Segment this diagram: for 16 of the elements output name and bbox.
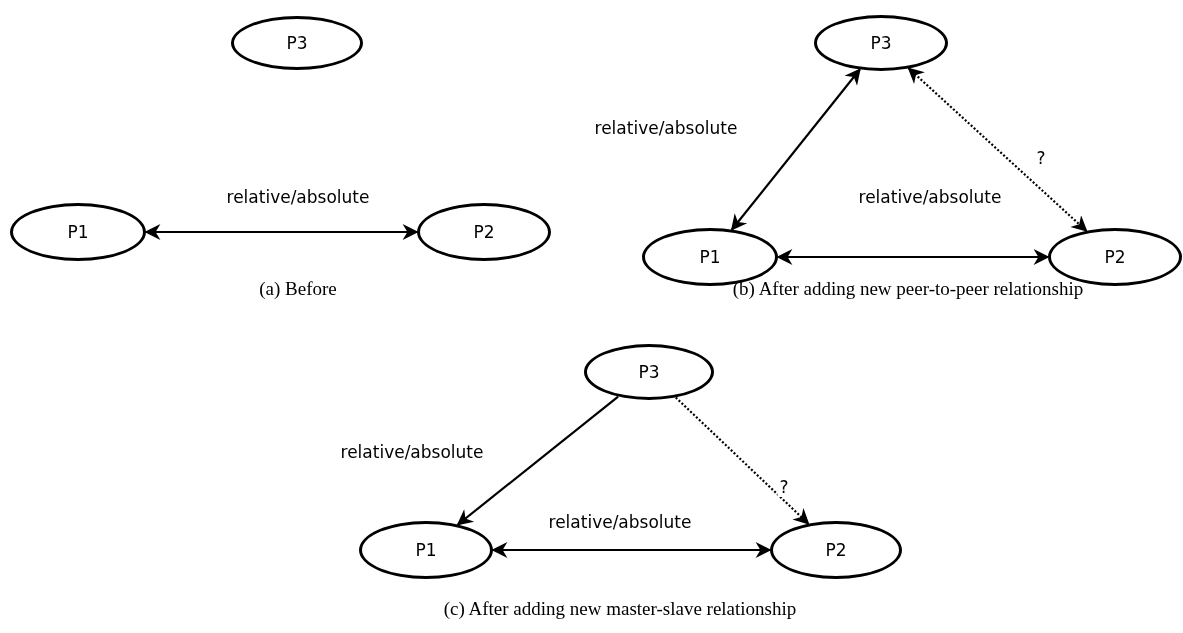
edge-label: ?	[777, 477, 791, 497]
caption: (b) After adding new peer-to-peer relationship	[732, 278, 1084, 300]
caption: (a) Before	[259, 278, 337, 300]
node-label: P1	[415, 540, 437, 560]
arrow	[776, 249, 1050, 265]
arrow	[144, 224, 419, 240]
caption: (c) After adding new master-slave relationship	[443, 598, 797, 620]
node-label: P3	[286, 33, 308, 53]
node-label: P2	[473, 222, 495, 242]
node-label: P3	[870, 33, 892, 53]
node-label: P2	[825, 540, 847, 560]
node-label: P1	[699, 247, 721, 267]
node-label: P3	[638, 362, 660, 382]
node-label: P2	[1104, 247, 1126, 267]
arrow	[491, 542, 772, 558]
node-label: P1	[67, 222, 89, 242]
